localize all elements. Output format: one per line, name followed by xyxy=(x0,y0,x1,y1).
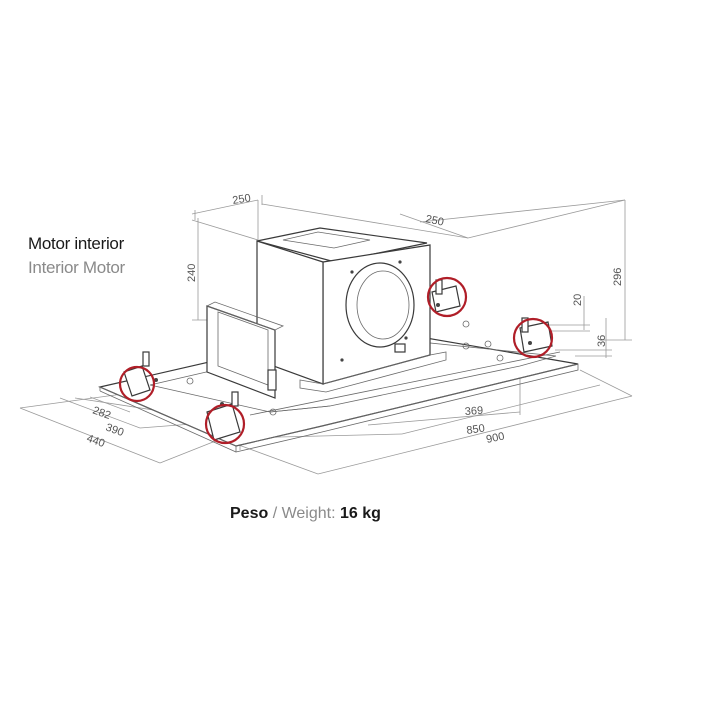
dim-440: 440 xyxy=(85,433,106,451)
mounting-bracket-icon xyxy=(206,391,241,441)
dim-20: 20 xyxy=(572,294,584,306)
highlight-rings xyxy=(118,276,554,445)
mounting-brackets xyxy=(123,279,553,441)
motor-housing xyxy=(256,227,447,393)
motor-type-title-es: Motor interior xyxy=(28,234,124,253)
dim-36: 36 xyxy=(596,335,608,347)
dimension-lines xyxy=(19,195,633,475)
dim-282: 282 xyxy=(91,405,112,423)
weight-line: Peso / Weight: 16 kg xyxy=(230,505,381,523)
mounting-bracket-icon xyxy=(519,317,553,353)
weight-value: 16 kg xyxy=(340,505,381,522)
weight-label-en: Weight: xyxy=(281,505,336,522)
highlight-ring xyxy=(204,403,246,445)
dim-296: 296 xyxy=(612,268,624,286)
filter-panel xyxy=(205,301,285,399)
dim-240: 240 xyxy=(186,264,198,282)
dim-850: 850 xyxy=(466,423,486,437)
highlight-ring xyxy=(118,365,156,403)
motor-type-title-en: Interior Motor xyxy=(28,258,125,277)
highlight-ring xyxy=(426,276,468,318)
dim-369: 369 xyxy=(464,405,483,418)
weight-separator: / xyxy=(268,505,282,522)
highlight-ring xyxy=(512,317,554,359)
weight-label-es: Peso xyxy=(230,505,269,522)
dim-250-left: 250 xyxy=(232,192,252,207)
dim-900: 900 xyxy=(485,430,505,446)
mounting-bracket-icon xyxy=(431,279,461,313)
dimension-labels: 250 250 240 296 20 36 282 390 440 369 85… xyxy=(85,192,624,450)
dim-390: 390 xyxy=(104,422,125,440)
dim-250-right: 250 xyxy=(424,213,444,229)
